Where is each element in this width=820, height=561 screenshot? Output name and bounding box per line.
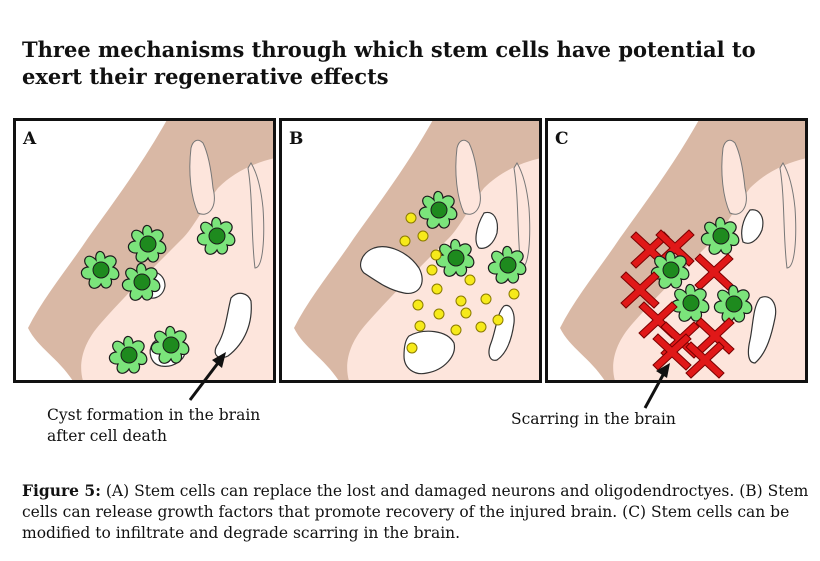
caption-label: Figure 5:: [22, 481, 101, 500]
panel-b: [278, 117, 542, 383]
cyst: [747, 296, 777, 364]
cyst-arrow-line: [188, 362, 220, 401]
cyst-annotation-line2: after cell death: [47, 427, 167, 445]
cyst: [360, 246, 423, 295]
cyst: [741, 209, 764, 244]
diagram-title: Three mechanisms through which stem cell…: [22, 37, 756, 89]
cyst-annotation-line1: Cyst formation in the brain: [47, 406, 261, 424]
scarring-annotation: Scarring in the brain: [511, 410, 676, 428]
panel-letter-c: C: [555, 129, 569, 149]
panel-letter-b: B: [289, 129, 303, 149]
figure-caption: Figure 5: (A) Stem cells can replace the…: [22, 480, 812, 544]
cyst: [214, 292, 252, 359]
cyst: [475, 211, 499, 249]
growth-factors: [399, 212, 520, 354]
cyst: [403, 330, 455, 375]
scar-arrow-line: [643, 374, 665, 409]
cyst-annotation: Cyst formation in the brain after cell d…: [47, 405, 287, 447]
panel-letter-a: A: [22, 129, 37, 149]
cyst-arrowhead: [212, 352, 226, 368]
caption-text: (A) Stem cells can replace the lost and …: [22, 482, 809, 542]
cyst: [488, 304, 515, 361]
scar-arrowhead: [656, 363, 670, 378]
